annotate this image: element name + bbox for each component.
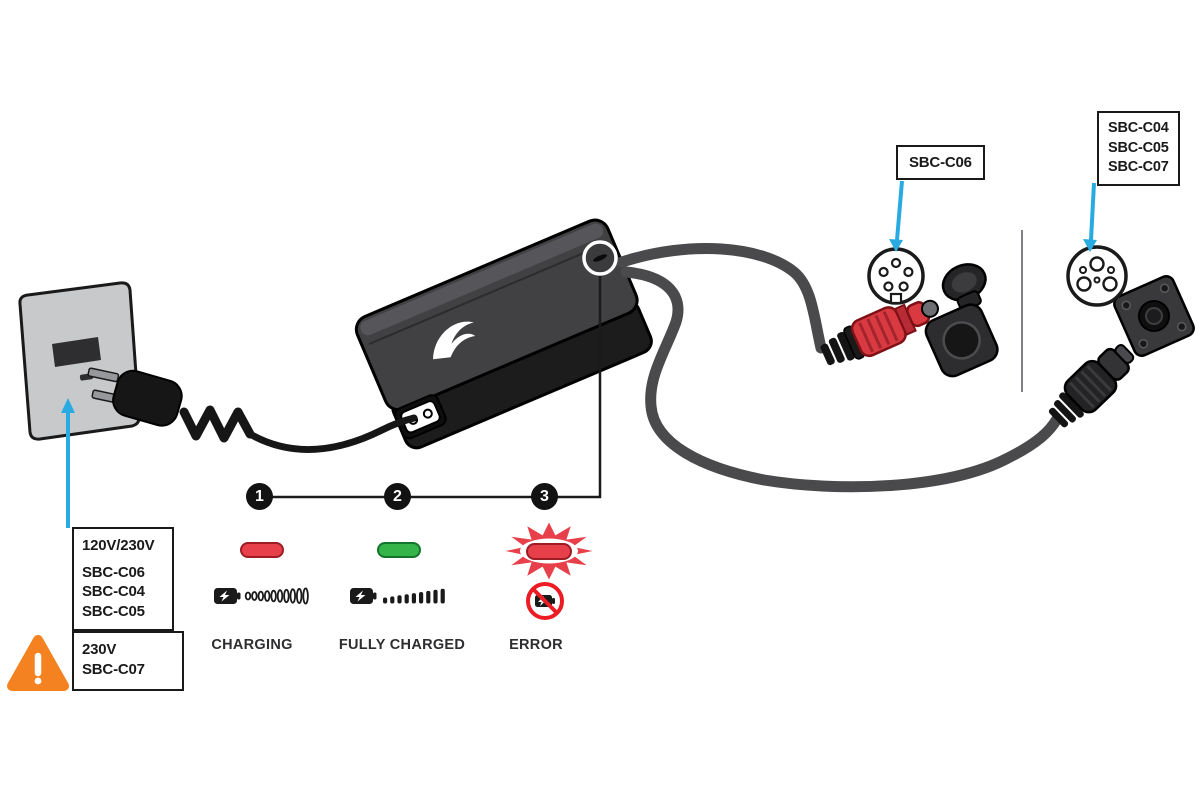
cord-strain-relief (179, 405, 255, 443)
step-3-number: 3 (540, 487, 549, 505)
battery-charging-icon (214, 587, 309, 605)
step-2-marker: 2 (384, 483, 411, 510)
led-error-blinking (505, 522, 593, 580)
socket-sbc-c04-c05-c07 (1113, 275, 1195, 357)
connector-b-label-box: SBC-C04 SBC-C05 SBC-C07 (1097, 111, 1180, 186)
power-cord (246, 414, 418, 453)
step-1-number: 1 (255, 487, 264, 505)
fully-charged-label: FULLY CHARGED (338, 637, 466, 653)
outlet-socket-slot (52, 337, 101, 367)
led-indicator (582, 240, 618, 276)
led-charging (240, 542, 284, 558)
model-sbc-c05: SBC-C05 (82, 602, 145, 620)
connector-a-label-box: SBC-C06 (896, 145, 985, 180)
charger (354, 218, 653, 450)
ac-plug (87, 367, 418, 453)
connector-b-model-1: SBC-C04 (1108, 120, 1169, 136)
charge-cable-a (616, 243, 827, 354)
connector-b-callout-line (1083, 182, 1097, 252)
warning-triangle-icon (7, 635, 69, 691)
battery-error-icon (526, 582, 564, 620)
warning-voltage-label-box: 230V SBC-C07 (72, 631, 184, 691)
connector-face-sbc-c04-c05-c07 (1066, 245, 1128, 307)
warning-voltage: 230V (82, 641, 117, 658)
charging-label: CHARGING (211, 637, 293, 653)
model-sbc-c06: SBC-C06 (82, 563, 145, 581)
outlet-callout-line (61, 398, 75, 528)
charge-plug-black (1048, 343, 1135, 428)
connector-b-model-3: SBC-C07 (1108, 159, 1169, 176)
connector-b-model-2: SBC-C05 (1108, 139, 1169, 156)
connector-face-sbc-c06 (867, 247, 925, 305)
full-bars (383, 588, 445, 604)
outlet-voltage: 120V/230V (82, 537, 155, 554)
error-label: ERROR (509, 637, 563, 653)
model-sbc-c07: SBC-C07 (82, 661, 145, 679)
step-3-marker: 3 (531, 483, 558, 510)
charge-cable-b (620, 266, 1063, 493)
brand-logo-icon (433, 321, 476, 360)
connector-a-callout-line (889, 180, 904, 252)
power-outlet (18, 281, 141, 441)
socket-sbc-c06 (924, 263, 999, 378)
charging-bars (244, 587, 309, 605)
step-1-marker: 1 (246, 483, 273, 510)
step-2-number: 2 (393, 487, 402, 505)
led-callout-line (260, 275, 602, 499)
led-fully-charged (377, 542, 421, 558)
battery-full-icon (350, 588, 445, 604)
model-sbc-c04: SBC-C04 (82, 583, 145, 600)
charge-plug-red (820, 299, 939, 366)
connector-a-model: SBC-C06 (909, 154, 972, 171)
outlet-voltage-label-box: 120V/230V SBC-C06 SBC-C04 SBC-C05 (72, 527, 174, 631)
